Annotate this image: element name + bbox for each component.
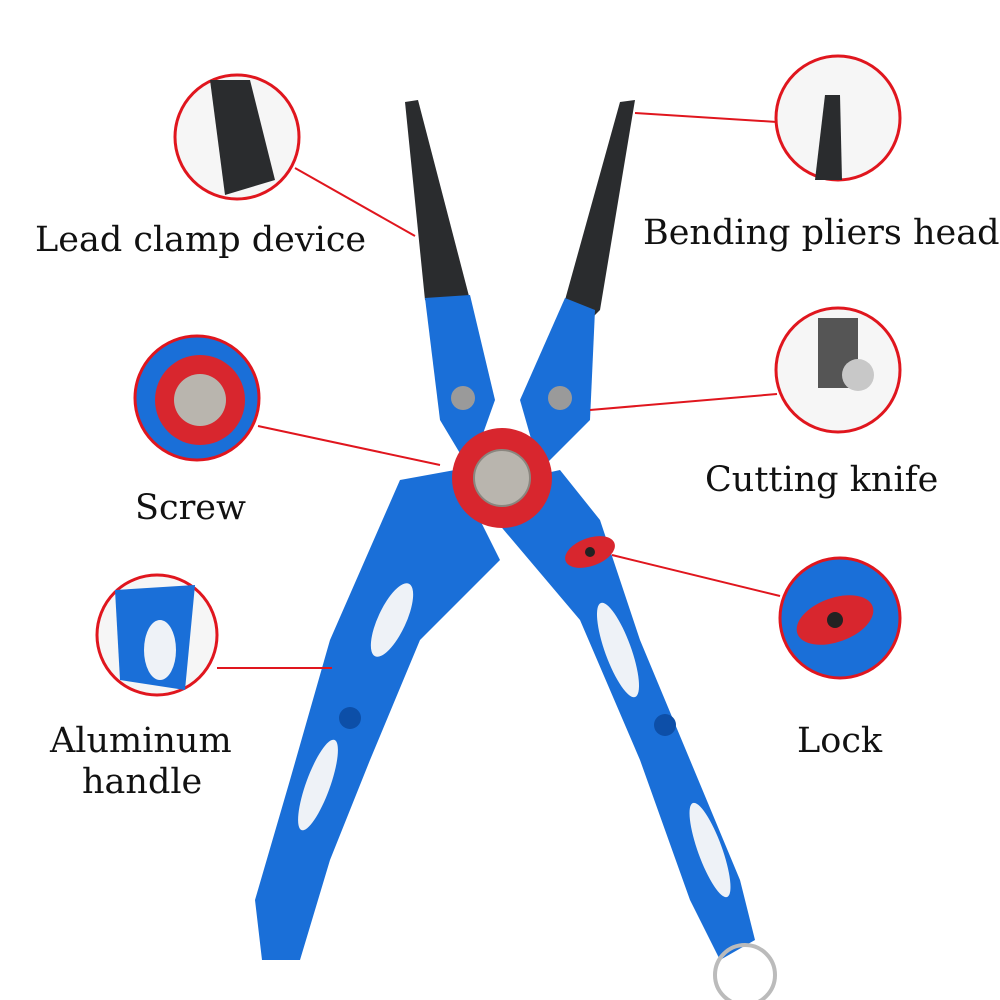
right-hole: [654, 714, 676, 736]
label-handle: handle: [82, 762, 203, 802]
leader-lead-clamp: [294, 167, 416, 237]
pivot-screw: [473, 449, 531, 507]
left-hole: [339, 707, 361, 729]
left-cutout-1: [370, 583, 414, 657]
zoom-screw-head: [174, 374, 226, 426]
zoom-jaw-right: [815, 95, 842, 180]
zoom-jaw-left: [210, 80, 275, 195]
right-jaw: [565, 100, 635, 330]
leader-bending-head: [634, 112, 778, 123]
blade-screw-right: [548, 386, 572, 410]
left-cutout-2: [298, 739, 338, 831]
blade-screw-left: [451, 386, 475, 410]
zoom-handle-cutout: [144, 620, 176, 680]
zoom-knife-screw: [842, 359, 874, 391]
leader-screw: [257, 425, 441, 466]
right-handle: [470, 470, 755, 960]
left-upper-body: [425, 295, 495, 470]
leader-lock: [611, 554, 781, 597]
left-jaw: [405, 100, 470, 320]
lock-screw: [585, 547, 595, 557]
key-ring: [713, 943, 777, 1000]
label-bending-head: Bending pliers head: [643, 213, 1000, 253]
label-lead-clamp: Lead clamp device: [35, 220, 367, 260]
label-lock: Lock: [797, 721, 883, 761]
left-handle: [255, 470, 500, 960]
right-cutout-2: [689, 802, 731, 898]
label-cutting-knife: Cutting knife: [705, 460, 939, 500]
label-aluminum: Aluminum: [50, 721, 232, 761]
label-screw: Screw: [135, 488, 246, 528]
zoom-lock-screw: [827, 612, 843, 628]
right-upper-body: [520, 298, 595, 470]
leader-cutting-knife: [589, 393, 778, 411]
right-cutout-1: [596, 602, 640, 698]
